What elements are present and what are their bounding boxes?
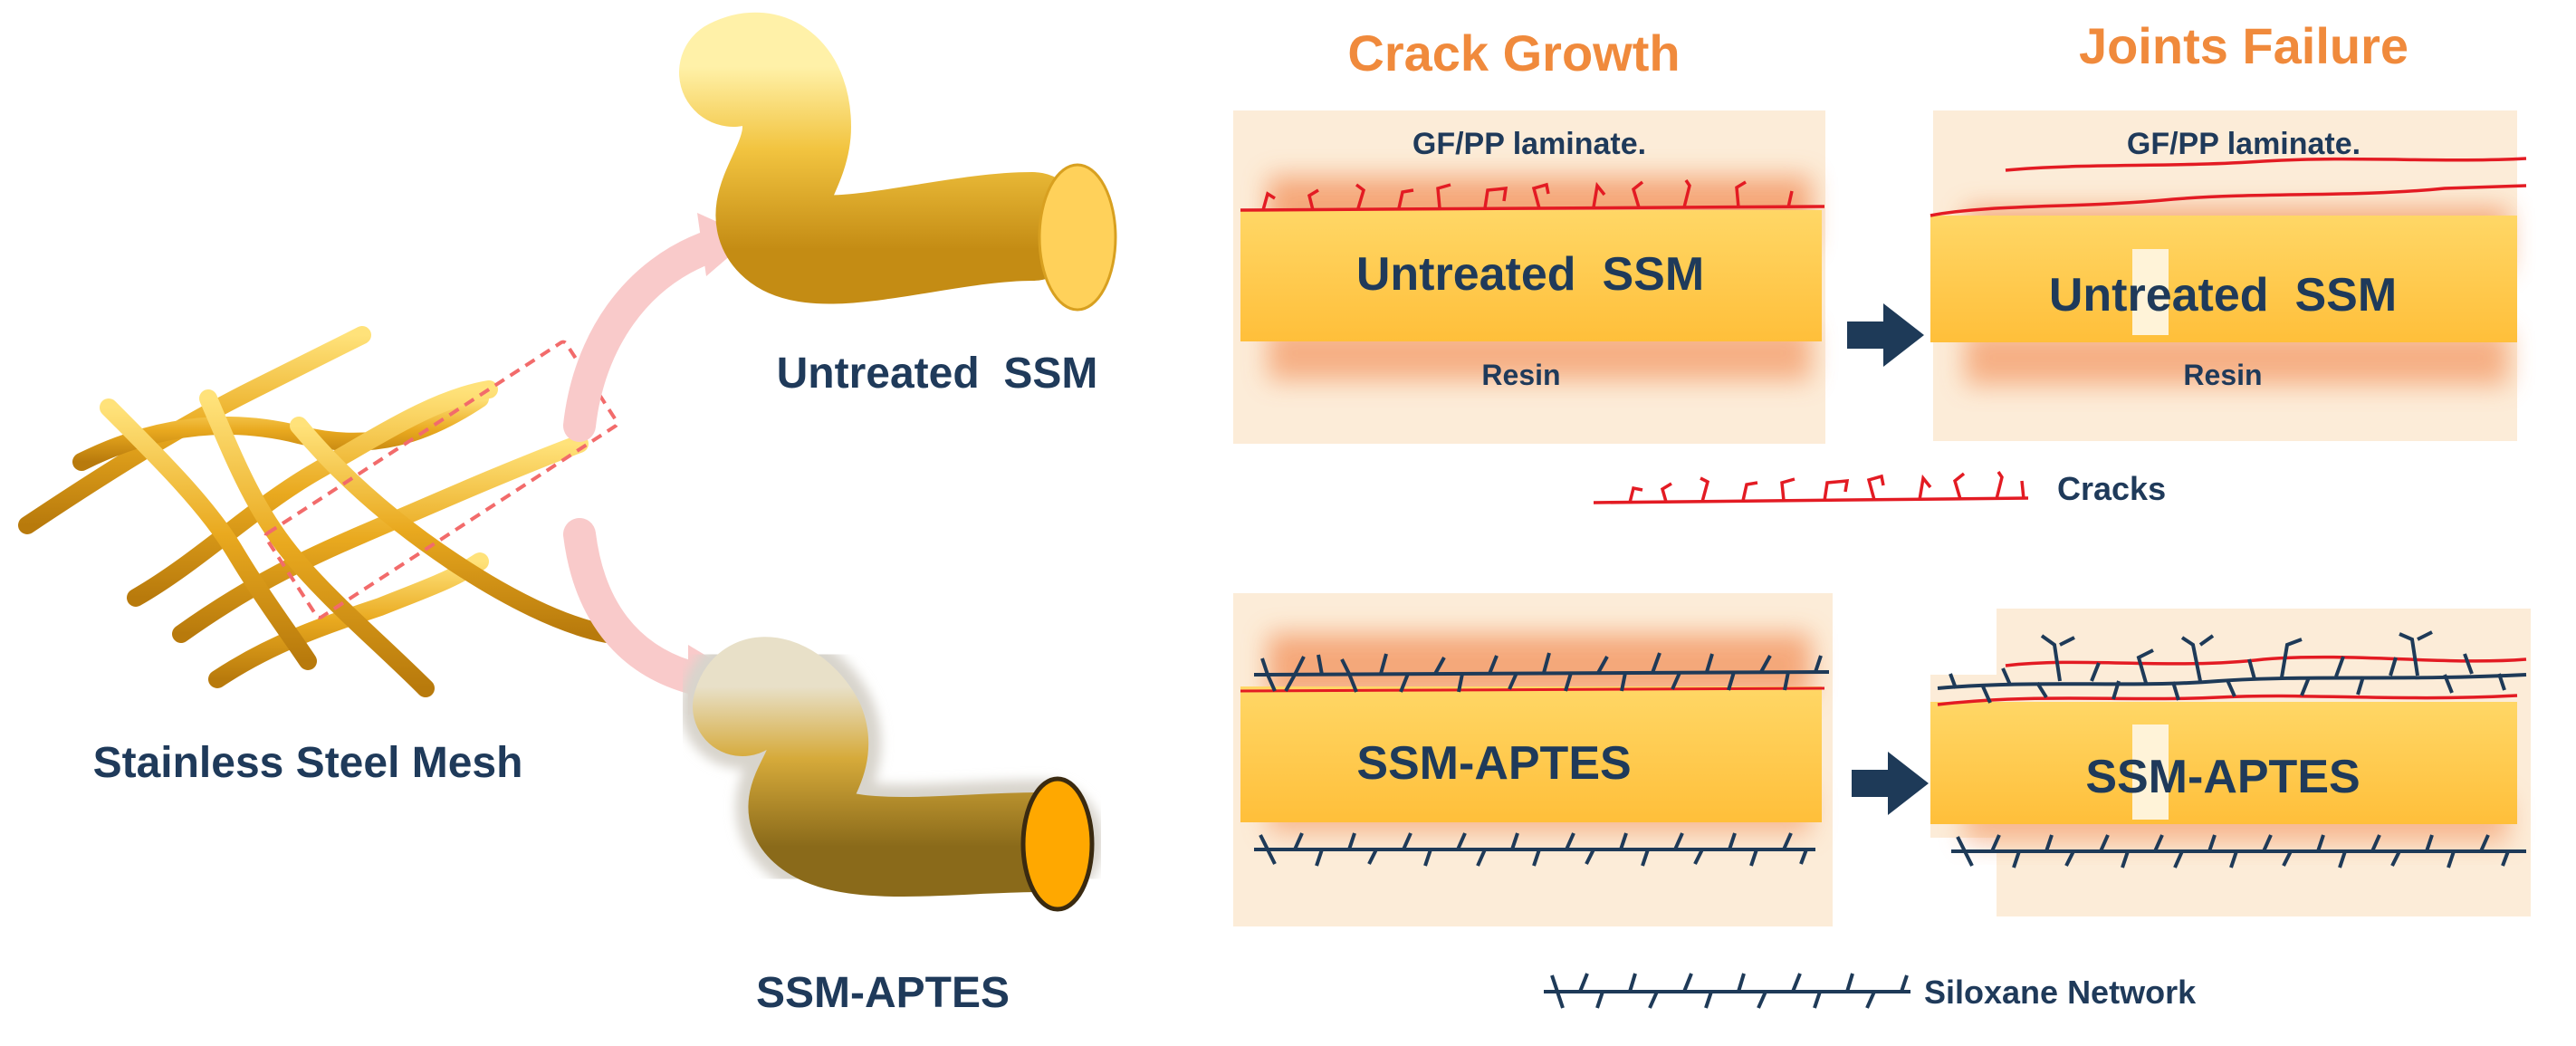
legend-crack-branch xyxy=(1628,471,2025,504)
mesh-wire xyxy=(127,380,498,607)
branch-arrow-down xyxy=(563,518,713,696)
crack-branch xyxy=(1261,179,1794,211)
crack-line xyxy=(1937,694,2518,706)
siloxane-legend: Siloxane Network xyxy=(1544,973,2197,1011)
aptes-ssm-end-face xyxy=(1020,776,1095,912)
core-label: SSM-APTES xyxy=(2085,751,2360,803)
stainless-steel-mesh-label: Stainless Steel Mesh xyxy=(93,739,523,787)
siloxane-branch xyxy=(1260,652,1823,693)
core-gap xyxy=(2132,249,2169,335)
steel-mesh-illustration xyxy=(18,326,619,697)
cracks-legend-label: Cracks xyxy=(2057,470,2166,507)
laminate-label: GF/PP laminate. xyxy=(2127,127,2361,161)
untreated-ssm-label: Untreated SSM xyxy=(777,350,1098,398)
panel-joints-failure-untreated: GF/PP laminate. Untreated SSM Resin xyxy=(1930,110,2527,441)
ssm-core-band xyxy=(1240,686,1822,822)
siloxane-line xyxy=(1937,673,2527,690)
ssm-core-band xyxy=(1930,702,2517,824)
core-label: SSM-APTES xyxy=(1356,737,1631,790)
panel-joints-failure-aptes: SSM-APTES xyxy=(1930,609,2531,916)
crack-line xyxy=(2005,655,2527,667)
mesh-wire xyxy=(199,389,435,697)
core-label: Untreated SSM xyxy=(2049,269,2397,321)
untreated-ssm-wire xyxy=(679,12,1117,312)
legend-crack-line xyxy=(1593,496,2029,504)
aptes-ssm-wire xyxy=(680,624,1104,912)
siloxane-branch xyxy=(1956,834,2510,868)
untreated-ssm-end-face xyxy=(1038,163,1117,312)
siloxane-branch xyxy=(1949,630,2506,704)
transition-arrow-top xyxy=(1847,303,1924,367)
laminate-label: GF/PP laminate. xyxy=(1412,127,1646,161)
transition-arrow-bottom xyxy=(1852,752,1929,815)
siloxane-legend-label: Siloxane Network xyxy=(1924,974,2197,1011)
resin-label: Resin xyxy=(2183,359,2262,391)
crack-line xyxy=(1930,184,2527,217)
joints-failure-header: Joints Failure xyxy=(2079,17,2408,74)
core-gap xyxy=(2132,725,2169,820)
core-label: Untreated SSM xyxy=(1356,248,1704,301)
cracks-legend: Cracks xyxy=(1593,470,2166,507)
mesh-wire xyxy=(172,435,589,643)
mesh-wire xyxy=(100,398,317,670)
crack-line xyxy=(2005,157,2527,172)
panel-crack-growth-untreated: GF/PP laminate. Untreated SSM Resin xyxy=(1233,110,1825,444)
crack-line xyxy=(1240,205,1825,212)
crack-growth-header: Crack Growth xyxy=(1347,24,1680,82)
branch-arrow-up xyxy=(563,228,732,442)
siloxane-branch xyxy=(1259,832,1808,867)
legend-siloxane-branch xyxy=(1550,973,1909,1009)
ssm-core-band xyxy=(1930,216,2517,342)
ssm-aptes-label: SSM-APTES xyxy=(756,969,1010,1017)
panel-crack-growth-aptes: SSM-APTES xyxy=(1233,593,1833,926)
ssm-core-band xyxy=(1240,210,1822,341)
mesh-wire xyxy=(290,417,616,643)
resin-label: Resin xyxy=(1481,359,1560,391)
mesh-wire xyxy=(18,326,371,534)
mesh-wire xyxy=(208,552,489,688)
